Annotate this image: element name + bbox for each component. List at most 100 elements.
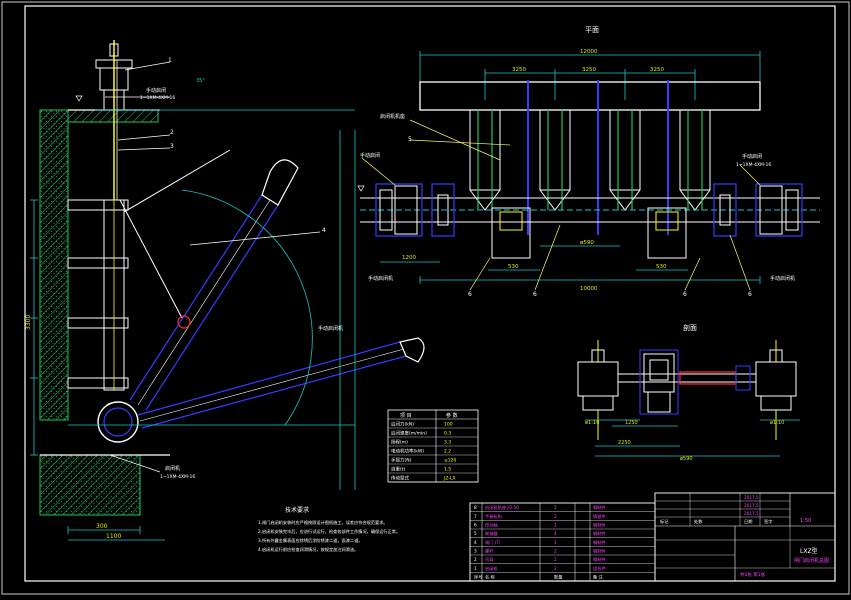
top-platform — [67, 109, 159, 123]
bridge-piers — [469, 109, 711, 191]
technical-notes: 技术要求 1.闸门启闭机安装时应严格按照设计图纸施工，误差应符合规范要求。 2.… — [258, 506, 400, 553]
level-marker-1 — [75, 95, 83, 102]
bom-cell-name: 传动轴 — [485, 522, 498, 529]
blue-columns — [527, 80, 669, 235]
bom-cell-note: 钢制件 — [593, 530, 606, 537]
pivot-joint — [177, 315, 191, 329]
revision-cell: 2017.5 — [744, 503, 759, 508]
label-3: 3 — [170, 143, 174, 150]
label-base: 启闭机 — [165, 465, 180, 472]
swing-arc — [181, 189, 313, 426]
bom-cell-qty: 2 — [554, 505, 557, 510]
plan-right-note: 手动启闭机 — [770, 275, 795, 282]
wall-beams — [67, 199, 129, 389]
param-row-item: 启闭速度(m/min) — [391, 430, 427, 437]
plan-label-6c: 6 — [683, 291, 687, 298]
bom-cell-no: 3 — [474, 549, 477, 554]
param-row-item: 扬程(m) — [391, 439, 408, 446]
bom-cell-qty: 2 — [554, 566, 557, 571]
drawing-sheet: 共1张 第1张 — [740, 571, 766, 578]
label-angle: 35° — [196, 78, 205, 84]
bom-cell-name: 吊耳 — [485, 557, 493, 563]
gear-hoist-right — [755, 340, 797, 440]
bom-cell-note: 钢制件 — [593, 548, 606, 555]
revision-cell: 2017.5 — [744, 495, 759, 500]
label-right-note: 手动启闭机 — [318, 325, 343, 332]
param-row-value: ≤120 — [444, 458, 456, 464]
bom-cell-qty: 1 — [554, 540, 557, 545]
param-table: 项 目 参 数 启闭力(kN)100启闭速度(m/min)0.3扬程(m)3.3… — [387, 409, 479, 483]
param-row-value: JZ-LX — [443, 476, 456, 482]
plan-label-5: 5 — [408, 136, 412, 143]
param-row-value: 100 — [444, 422, 453, 428]
param-row-item: 自重(t) — [391, 466, 406, 473]
blue-coupling-frames — [375, 183, 803, 237]
plan-label-6b: 6 — [533, 291, 537, 298]
dim-left-bottom2: 1100 — [106, 533, 121, 540]
title-block-grid — [655, 493, 835, 569]
revision-cell: 处数 — [694, 518, 703, 525]
bom-cell-name: 闸门 (T) — [485, 539, 501, 546]
dim-gear-side: ø1:10 — [585, 420, 599, 426]
dim-top-total: 12000 — [580, 49, 598, 55]
param-row-item: 手摇力(N) — [391, 457, 412, 464]
bom-cell-no: 2 — [474, 557, 477, 562]
bom-cell-no: 序号 — [474, 574, 482, 581]
bom-cell-qty: 数量 — [554, 574, 562, 581]
plan-note-hoist-right: 手动启闭 — [742, 153, 762, 160]
revision-cell: 标记 — [660, 518, 669, 525]
dim-left-height: 3300 — [25, 315, 32, 330]
plan-view-title: 平面 — [585, 26, 599, 34]
bom-cell-name: 螺杆 — [485, 548, 494, 555]
dim-gear-total: ø590 — [680, 456, 693, 462]
param-row-value: 3.3 — [444, 440, 451, 446]
bom-cell-no: 7 — [474, 514, 477, 519]
plan-note-hoist: 手动启闭 — [360, 152, 380, 159]
dim-top-span-3: 3250 — [650, 67, 664, 73]
bridge-deck — [419, 81, 761, 111]
plan-bottom-dimensions — [380, 245, 761, 284]
dim-gear-side2: ø1:10 — [770, 420, 784, 426]
label-4: 4 — [322, 227, 326, 234]
dim-gear-left: 2250 — [618, 440, 631, 446]
dim-bottom-left: 1200 — [402, 255, 416, 261]
gearbox — [643, 353, 675, 413]
bom-cell-note: 钢制件 — [593, 504, 606, 511]
foundation-fill — [40, 455, 140, 515]
lever-arm-2 — [123, 149, 231, 213]
bom-cell-no: 4 — [474, 540, 477, 545]
revision-rows: 2017.52017.52017.5标记处数日期签字 — [660, 495, 772, 525]
dim-tray-right: 530 — [656, 264, 667, 270]
bom-cell-name: 联轴器 — [485, 530, 498, 537]
bom-cell-note: 钢制件 — [593, 522, 606, 529]
param-row-value: 0.3 — [444, 431, 451, 437]
notes-line-1: 1.闸门启闭机安装时应严格按照设计图纸施工，误差应符合规范要求。 — [258, 519, 388, 526]
bom-cell-no: 1 — [474, 566, 477, 571]
plan-note: 启闭机机座 — [380, 113, 405, 120]
gear-coupling-blue — [639, 349, 751, 415]
param-rows: 启闭力(kN)100启闭速度(m/min)0.3扬程(m)3.3电动机功率(kW… — [388, 421, 478, 483]
revision-cell: 2017.5 — [744, 511, 759, 516]
revision-cell: 日期 — [744, 519, 752, 525]
bom-cell-note: 钢制件 — [593, 556, 606, 563]
param-row-item: 启闭力(kN) — [391, 421, 414, 428]
param-row-value: 1.5 — [444, 467, 451, 473]
plan-view: 平面 12000 3250 3250 3250 — [360, 26, 820, 298]
bom-cell-name: 名 称 — [485, 574, 495, 581]
bom-cell-qty: 2 — [554, 557, 557, 562]
gear-dimensions — [585, 419, 800, 457]
gear-section-view: 剖面 — [577, 323, 800, 462]
bom-cell-no: 6 — [474, 523, 477, 528]
label-base-sub: 1~1XM-4XM-16 — [160, 474, 195, 480]
param-row-item: 传动型式 — [391, 475, 409, 482]
plan-note-hoist-right-sub: 1~1XM-4XM-16 — [736, 162, 771, 168]
gate-slots — [477, 110, 703, 210]
bom-cell-no: 5 — [474, 531, 477, 536]
pipe-outlet-inner — [103, 407, 133, 437]
section-leaders — [105, 61, 321, 473]
bom-cell-qty: 2 — [554, 549, 557, 554]
drive-shaft — [360, 197, 820, 223]
plan-hoists — [491, 207, 687, 259]
bom-cell-note: 备 注 — [593, 574, 604, 581]
